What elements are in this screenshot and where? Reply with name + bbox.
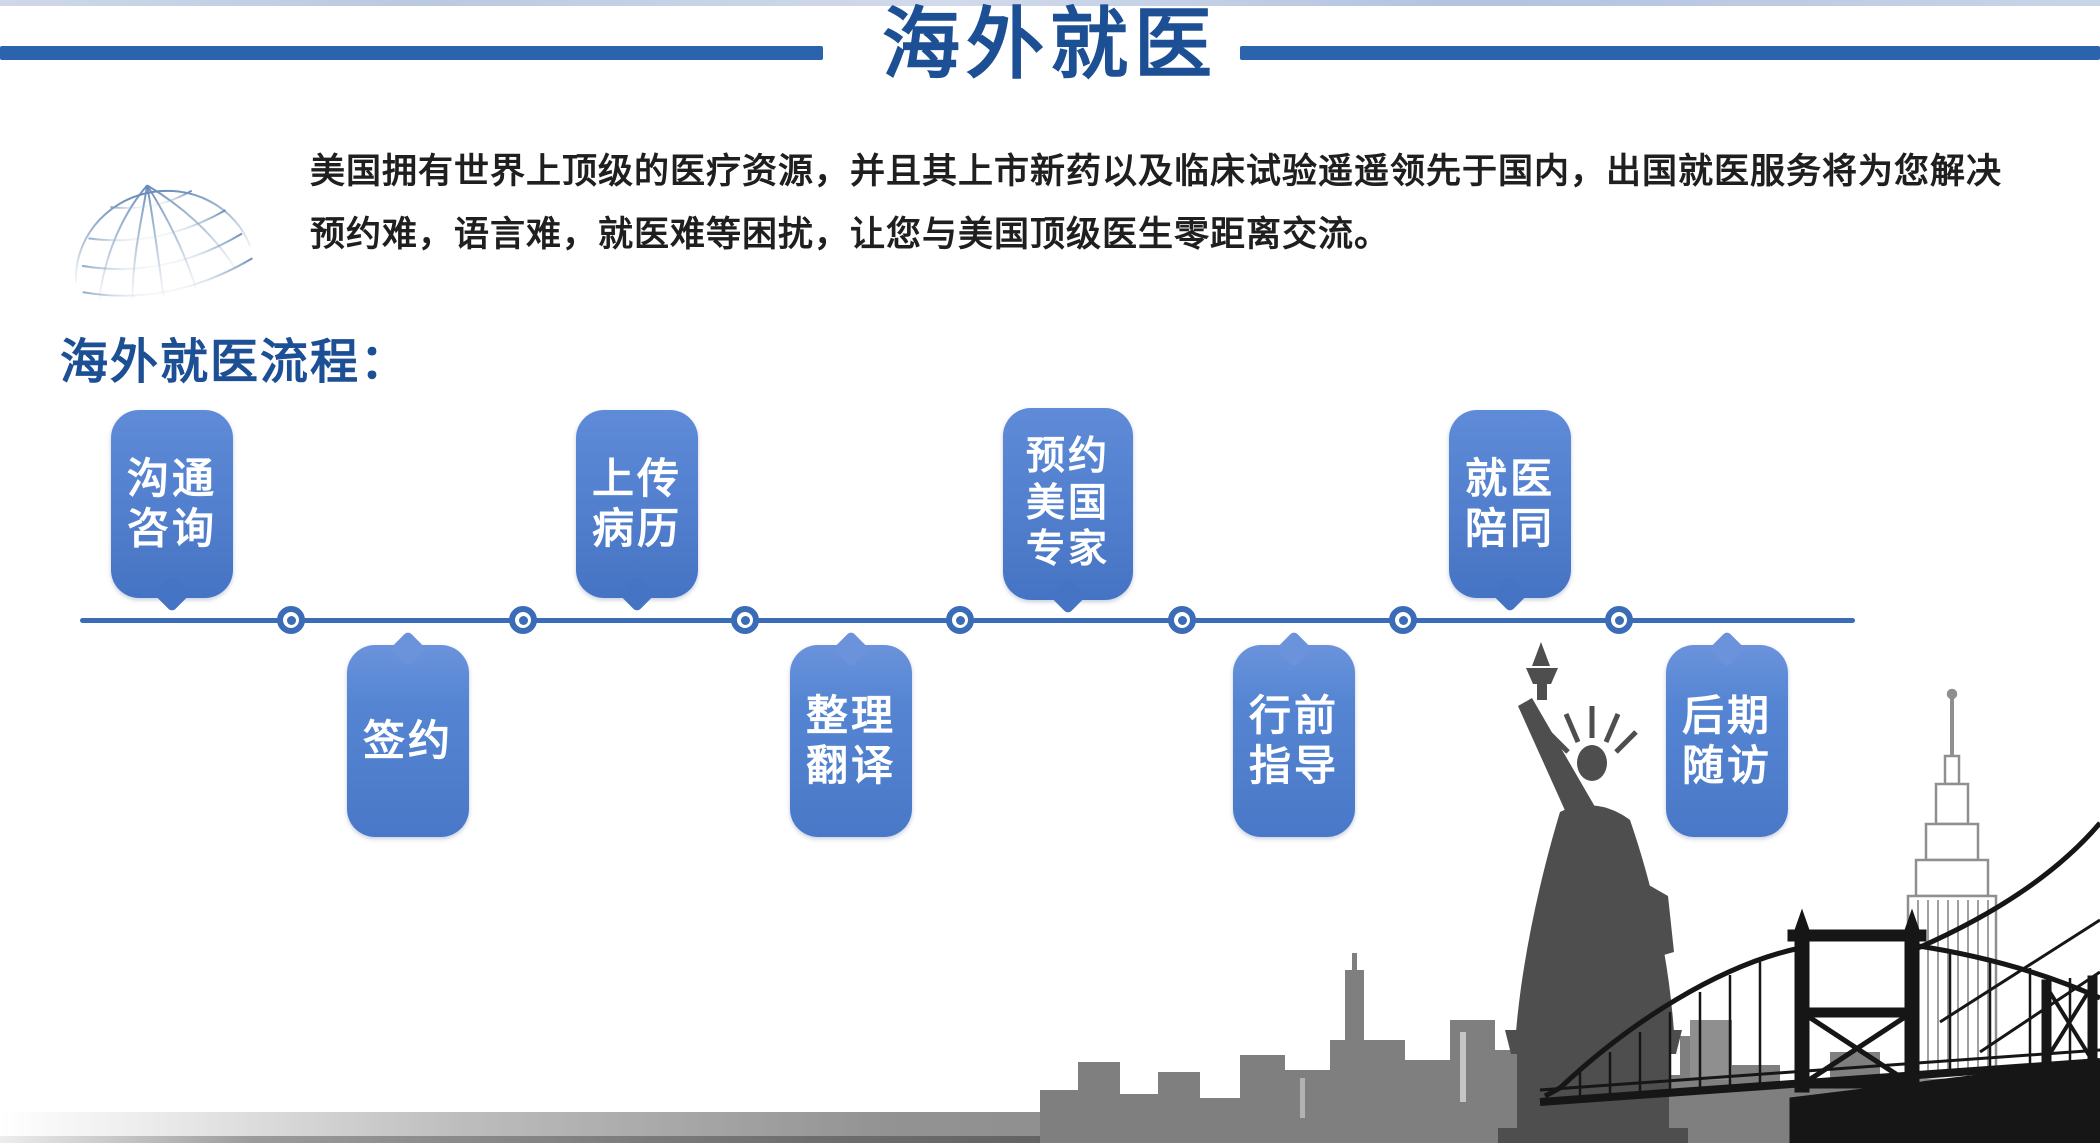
- bubble-pointer: [1049, 577, 1087, 615]
- step-label-line: 行前: [1248, 692, 1339, 740]
- suspension-bridge: [1539, 821, 2100, 1143]
- step-bubble-pre-trip-guidance: 行前 指导: [1233, 630, 1355, 837]
- step-label-line: 沟通: [126, 455, 217, 503]
- bubble-pointer: [153, 575, 191, 613]
- step-label-line: 病历: [591, 505, 682, 552]
- step-bubble-book-us-experts: 预约 美国 专家: [1003, 408, 1133, 615]
- timeline-dot: [509, 606, 537, 634]
- step-label-line: 整理: [805, 692, 896, 740]
- bubble-pointer: [832, 630, 870, 668]
- bubble-pointer: [389, 630, 427, 668]
- title-divider-left: [0, 46, 823, 60]
- step-label-line: 专家: [1025, 528, 1110, 572]
- intro-text: 美国拥有世界上顶级的医疗资源，并且其上市新药以及临床试验遥遥领先于国内，出国就医…: [310, 152, 2003, 254]
- step-label-line: 咨询: [126, 505, 217, 552]
- section-heading: 海外就医流程：: [60, 336, 411, 389]
- step-label-line: 上传: [591, 455, 682, 503]
- step-label-line: 签约: [362, 717, 453, 765]
- step-label-line: 后期: [1681, 692, 1772, 740]
- step-label-line: 指导: [1248, 742, 1339, 789]
- timeline-dot: [1389, 606, 1417, 634]
- statue-of-liberty: [1498, 642, 1688, 1143]
- step-bubble-medical-accompaniment: 就医 陪同: [1449, 410, 1571, 613]
- top-edge-strip: [0, 0, 2100, 6]
- step-bubble-sign-contract: 签约: [347, 630, 469, 837]
- step-bubble-consultation: 沟通 咨询: [111, 410, 233, 613]
- title-divider-right: [1240, 46, 2100, 60]
- timeline-dot: [946, 606, 974, 634]
- step-label-line: 随访: [1681, 742, 1772, 789]
- step-bubble-upload-records: 上传 病历: [576, 410, 698, 613]
- globe-icon: [74, 184, 253, 300]
- step-label-line: 翻译: [805, 742, 896, 789]
- step-label-line: 陪同: [1464, 505, 1555, 552]
- bubble-pointer: [618, 575, 656, 613]
- step-label-line: 预约: [1025, 434, 1110, 478]
- page-title: 海外就医: [881, 0, 1218, 88]
- step-bubble-translate: 整理 翻译: [790, 630, 912, 837]
- timeline-dot: [731, 606, 759, 634]
- bubble-pointer: [1491, 575, 1529, 613]
- step-label-line: 就医: [1464, 455, 1555, 503]
- timeline-dot: [277, 606, 305, 634]
- city-skyline-illustration: [1040, 642, 2100, 1143]
- timeline-dot: [1605, 606, 1633, 634]
- timeline-dot: [1168, 606, 1196, 634]
- step-bubble-follow-up: 后期 随访: [1666, 630, 1788, 837]
- step-label-line: 美国: [1025, 481, 1110, 525]
